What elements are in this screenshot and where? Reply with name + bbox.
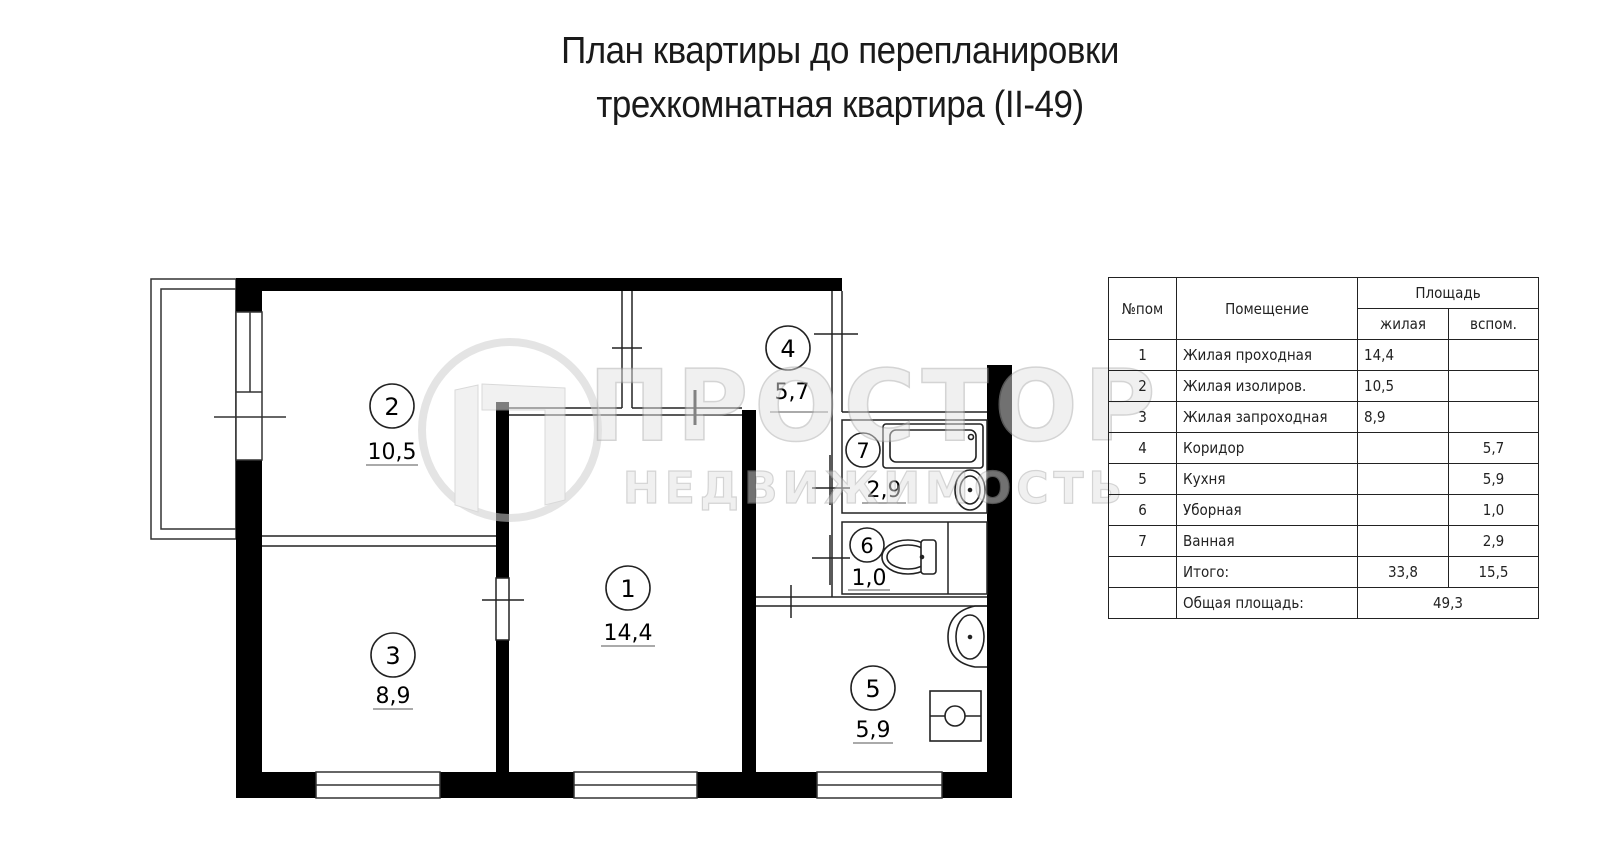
area-specification-table: №пом Помещение Площадь жилая вспом. 1 Жи…: [1108, 277, 1539, 619]
room-label-3: 3 8,9: [370, 632, 416, 710]
windows: [214, 311, 943, 799]
table-row: 3 Жилая запроходная 8,9: [1108, 401, 1539, 433]
svg-text:ПРОСТОР: ПРОСТОР: [588, 350, 1161, 464]
exterior-walls: [236, 278, 1012, 798]
table-row: 4 Коридор 5,7: [1108, 432, 1539, 464]
svg-text:10,5: 10,5: [368, 440, 417, 465]
svg-text:НЕДВИЖИМОСТЬ: НЕДВИЖИМОСТЬ: [623, 463, 1127, 514]
table-subheader-row: жилая вспом.: [1109, 308, 1539, 340]
room-label-1: 1 14,4: [601, 565, 655, 647]
svg-text:5: 5: [865, 675, 880, 703]
kitchen-sink-icon: [947, 605, 987, 668]
bathtub-icon: [882, 423, 984, 469]
svg-text:5,7: 5,7: [775, 380, 810, 405]
plan-title: План квартиры до перепланировки: [561, 30, 1119, 72]
svg-text:1: 1: [620, 575, 635, 603]
room-label-4: 4 5,7: [765, 325, 828, 413]
col-header-area: Площадь: [1357, 277, 1539, 309]
table-row: 2 Жилая изолиров. 10,5: [1108, 370, 1539, 402]
svg-text:2: 2: [384, 393, 399, 421]
watermark-logo-icon: [418, 338, 602, 522]
plan-subtitle: трехкомнатная квартира (II-49): [596, 84, 1084, 126]
col-header-room: Помещение: [1176, 277, 1358, 340]
partitions: [262, 291, 988, 641]
watermark-text: ПРОСТОР НЕДВИЖИМОСТЬ: [588, 349, 1161, 514]
col-header-living: жилая: [1357, 308, 1449, 340]
room-label-7: 7 2,9: [845, 432, 906, 504]
svg-text:7: 7: [856, 439, 869, 463]
svg-text:8,9: 8,9: [376, 684, 411, 709]
interior-bearing-walls: [496, 402, 756, 772]
stove-icon: [929, 690, 982, 742]
table-header-row: №пом Помещение Площадь: [1108, 277, 1539, 340]
room-label-2: 2 10,5: [366, 383, 418, 466]
svg-text:14,4: 14,4: [604, 621, 653, 646]
svg-text:6: 6: [860, 534, 873, 558]
room-label-6: 6 1,0: [848, 527, 890, 591]
svg-text:5,9: 5,9: [856, 718, 891, 743]
svg-text:4: 4: [780, 335, 795, 363]
table-overall-row: Общая площадь: 49,3: [1108, 587, 1539, 619]
svg-text:3: 3: [385, 642, 400, 670]
balcony: [150, 278, 237, 540]
col-header-aux: вспом.: [1448, 308, 1539, 340]
table-total-row: Итого: 33,8 15,5: [1108, 556, 1539, 588]
washbasin-icon: [954, 469, 986, 511]
table-row: 5 Кухня 5,9: [1108, 463, 1539, 495]
toilet-icon: [881, 539, 937, 575]
svg-text:1,0: 1,0: [852, 566, 887, 591]
table-row: 7 Ванная 2,9: [1108, 525, 1539, 557]
table-row: 1 Жилая проходная 14,4: [1108, 339, 1539, 371]
room-label-5: 5 5,9: [850, 665, 896, 744]
table-row: 6 Уборная 1,0: [1108, 494, 1539, 526]
col-header-num: №пом: [1108, 277, 1177, 340]
svg-text:2,9: 2,9: [867, 478, 902, 503]
